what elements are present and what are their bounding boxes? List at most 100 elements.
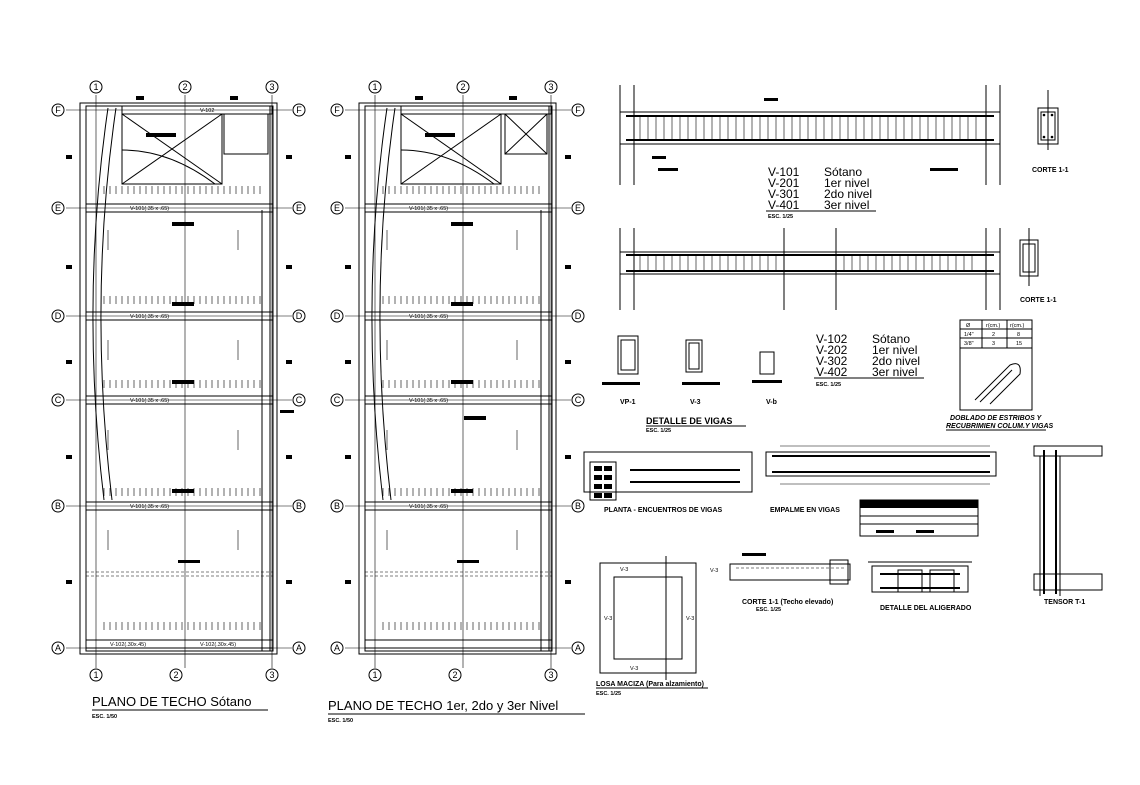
grid2-row-b-right: B (575, 501, 581, 511)
legend2-level-3: 2do nivel (872, 354, 920, 368)
grid-col-1-top: 1 (93, 82, 98, 92)
legend1-level-3: 2do nivel (824, 187, 872, 201)
detalle-vigas-title: DETALLE DE VIGAS (646, 416, 732, 426)
grid2-col-2-top: 2 (460, 82, 465, 92)
beam-label-bot-1: V-102(.30x.45) (110, 642, 146, 648)
legend1-code-3: V-301 (768, 187, 800, 201)
losa-scale: ESC. 1/25 (596, 691, 621, 697)
grid2-col-1-bot: 1 (372, 670, 377, 680)
grid-row-a-left: A (55, 643, 61, 653)
aligerado-label: DETALLE DEL ALIGERADO (880, 605, 972, 612)
legend2-code-3: V-302 (816, 354, 848, 368)
table-header-1: Ø (966, 323, 971, 329)
beam-label-bot-2: V-102(.30x.45) (200, 642, 236, 648)
table-cell-1-1: 1/4" (964, 332, 974, 338)
grid2-row-d-left: D (334, 311, 341, 321)
legend2-code-4: V-402 (816, 365, 848, 379)
table-cell-1-3: 8 (1017, 332, 1020, 338)
beam-sections: VP-1 V-3 V-b DETALLE DE VIGAS ESC. 1/25 … (602, 332, 924, 434)
grid2-row-b-left: B (334, 501, 340, 511)
table-cell-2-2: 3 (992, 341, 995, 347)
losa-v3-right: V-3 (686, 616, 694, 622)
legend1-level-1: Sótano (824, 165, 862, 179)
corte-techo: V-3 CORTE 1-1 (Techo elevado) ESC. 1/25 (710, 553, 851, 613)
grid-row-a-right: A (296, 643, 302, 653)
table-header-3: r(cm.) (1010, 323, 1025, 329)
empalme-label: EMPALME EN VIGAS (770, 507, 840, 514)
grid-col-1-bot: 1 (93, 670, 98, 680)
grid-row-f-right: F (296, 105, 302, 115)
grid-row-f-left: F (55, 105, 61, 115)
grid-row-b-right: B (296, 501, 302, 511)
plan-sotano: V-101(.35 x .65) V-101(.35 x .65) V-101(… (51, 80, 306, 720)
grid-row-e-right: E (296, 203, 302, 213)
beam-label-d-2: V-101(.35 x .65) (409, 314, 448, 320)
legend2-scale: ESC. 1/25 (816, 382, 841, 388)
vp1-label: VP-1 (620, 399, 636, 406)
beam-label-b: V-101(.35 x .65) (130, 504, 169, 510)
beam-label-e: V-101(.35 x .65) (130, 206, 169, 212)
grid2-row-f-left: F (334, 105, 340, 115)
plan-niveles: V-101(.35 x .65) V-101(.35 x .65) V-101(… (328, 80, 585, 724)
plan-sotano-scale: ESC. 1/50 (92, 714, 117, 720)
table-cell-2-1: 3/8" (964, 341, 974, 347)
planta-encuentros-label: PLANTA - ENCUENTROS DE VIGAS (604, 507, 723, 514)
table-cell-2-3: 15 (1016, 341, 1022, 347)
grid-row-c-right: C (296, 395, 303, 405)
beam-label-c: V-101(.35 x .65) (130, 398, 169, 404)
corte-1-label: CORTE 1-1 (1032, 167, 1069, 174)
beam-label-c-2: V-101(.35 x .65) (409, 398, 448, 404)
table-header-2: r(cm.) (986, 323, 1001, 329)
grid-row-c-left: C (55, 395, 62, 405)
legend1-level-2: 1er nivel (824, 176, 869, 190)
grid2-row-f-right: F (575, 105, 581, 115)
tensor-label: TENSOR T-1 (1044, 599, 1085, 606)
empalme-vigas: EMPALME EN VIGAS (765, 445, 997, 537)
beam-label-b-2: V-101(.35 x .65) (409, 504, 448, 510)
table-cell-1-2: 2 (992, 332, 995, 338)
grid2-row-e-right: E (575, 203, 581, 213)
beam-label-e-2: V-101(.35 x .65) (409, 206, 448, 212)
beam-label-d: V-101(.35 x .65) (130, 314, 169, 320)
grid-col-2-bot: 2 (173, 670, 178, 680)
legend2-code-2: V-202 (816, 343, 848, 357)
vb-label: V-b (766, 399, 777, 406)
legend1-level-4: 3er nivel (824, 198, 869, 212)
doblado-title-1: DOBLADO DE ESTRIBOS Y (950, 415, 1043, 422)
grid-row-b-left: B (55, 501, 61, 511)
beam-label-top: V-102 (200, 108, 214, 114)
grid-col-3-bot: 3 (269, 670, 274, 680)
grid2-row-e-left: E (334, 203, 340, 213)
grid2-col-2-bot: 2 (452, 670, 457, 680)
detalle-vigas-scale: ESC. 1/25 (646, 428, 671, 434)
planta-encuentros: PLANTA - ENCUENTROS DE VIGAS (583, 451, 753, 514)
grid-row-d-left: D (55, 311, 62, 321)
corte-techo-scale: ESC. 1/25 (756, 607, 781, 613)
grid-col-2-top: 2 (182, 82, 187, 92)
losa-maciza: V-3 V-3 V-3 V-3 LOSA MACIZA (Para alzami… (596, 556, 708, 697)
losa-v3-left: V-3 (604, 616, 612, 622)
grid2-row-c-left: C (334, 395, 341, 405)
doblado-detail: Ø r(cm.) r(cm.) 1/4" 2 8 3/8" 3 15 DOBLA… (946, 319, 1054, 431)
grid-col-3-top: 3 (269, 82, 274, 92)
losa-title: LOSA MACIZA (Para alzamiento) (596, 681, 704, 688)
legend1-code-2: V-201 (768, 176, 800, 190)
plan-sotano-title: PLANO DE TECHO Sótano (92, 694, 251, 709)
v3-section-label: V-3 (690, 399, 701, 406)
aligerado-detail: DETALLE DEL ALIGERADO (868, 561, 972, 612)
legend2-level-4: 3er nivel (872, 365, 917, 379)
losa-v3-bottom: V-3 (630, 666, 638, 672)
grid2-row-d-right: D (575, 311, 582, 321)
grid2-col-3-bot: 3 (548, 670, 553, 680)
losa-v3-top: V-3 (620, 567, 628, 573)
corte-techo-label: CORTE 1-1 (Techo elevado) (742, 599, 833, 606)
grid2-col-1-top: 1 (372, 82, 377, 92)
plan-niveles-title: PLANO DE TECHO 1er, 2do y 3er Nivel (328, 698, 558, 713)
grid2-row-a-right: A (575, 643, 581, 653)
legend2-level-2: 1er nivel (872, 343, 917, 357)
grid2-row-a-left: A (334, 643, 340, 653)
beam-elevation-1: V-101 V-201 V-301 V-401 Sótano 1er nivel… (619, 85, 1069, 220)
doblado-title-2: RECUBRIMIEN COLUM.Y VIGAS (946, 423, 1054, 430)
grid-row-d-right: D (296, 311, 303, 321)
